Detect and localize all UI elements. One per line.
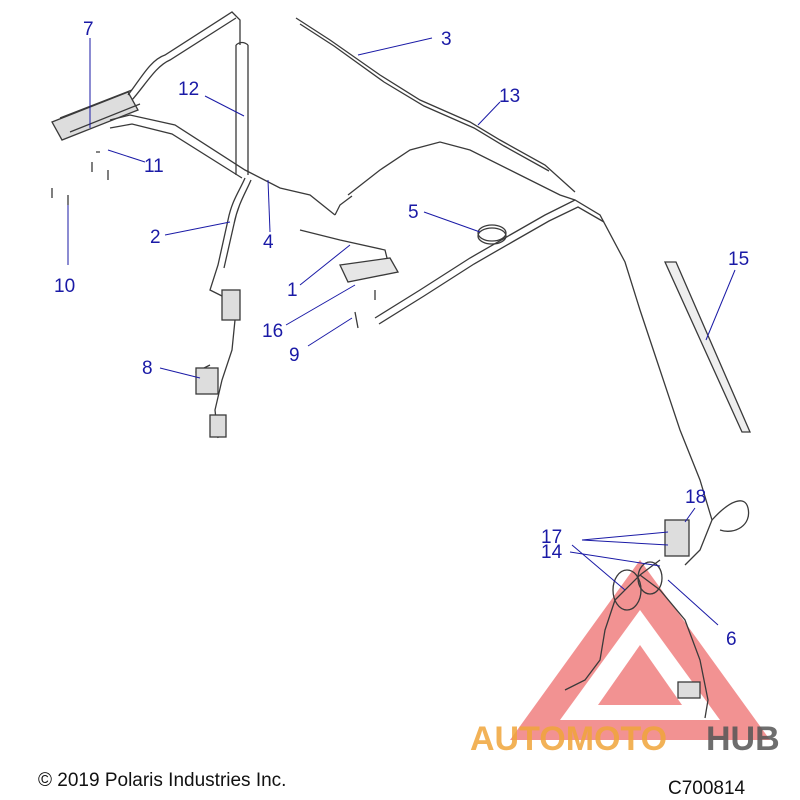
watermark-hub: HUB (706, 720, 780, 758)
callout-4: 4 (263, 232, 274, 253)
watermark-automoto: AUTOMOTO (470, 720, 667, 758)
harness-lines (51, 11, 751, 719)
callout-14: 14 (541, 542, 563, 563)
leader-lines (67, 37, 736, 626)
callout-8: 8 (142, 358, 153, 379)
callout-11: 11 (144, 156, 164, 177)
copyright-notice: © 2019 Polaris Industries Inc. (38, 770, 287, 791)
callout-1: 1 (287, 280, 298, 301)
callout-9: 9 (289, 345, 300, 366)
callout-18: 18 (685, 487, 706, 508)
diagram-code: C700814 (668, 778, 746, 799)
callout-15: 15 (728, 249, 749, 270)
callout-17: 17 (541, 527, 562, 548)
callout-labels: 7 12 11 2 4 10 1 16 9 8 3 13 5 15 18 17 … (54, 19, 749, 650)
callout-7: 7 (83, 19, 94, 40)
callout-10: 10 (54, 276, 75, 297)
callout-3: 3 (441, 29, 452, 50)
callout-6: 6 (726, 629, 737, 650)
callout-12: 12 (178, 79, 199, 100)
callout-5: 5 (408, 202, 419, 223)
callout-16: 16 (262, 321, 283, 342)
watermark-text: AUTOMOTO HUB (470, 720, 780, 758)
callout-2: 2 (150, 227, 161, 248)
callout-13: 13 (499, 86, 520, 107)
